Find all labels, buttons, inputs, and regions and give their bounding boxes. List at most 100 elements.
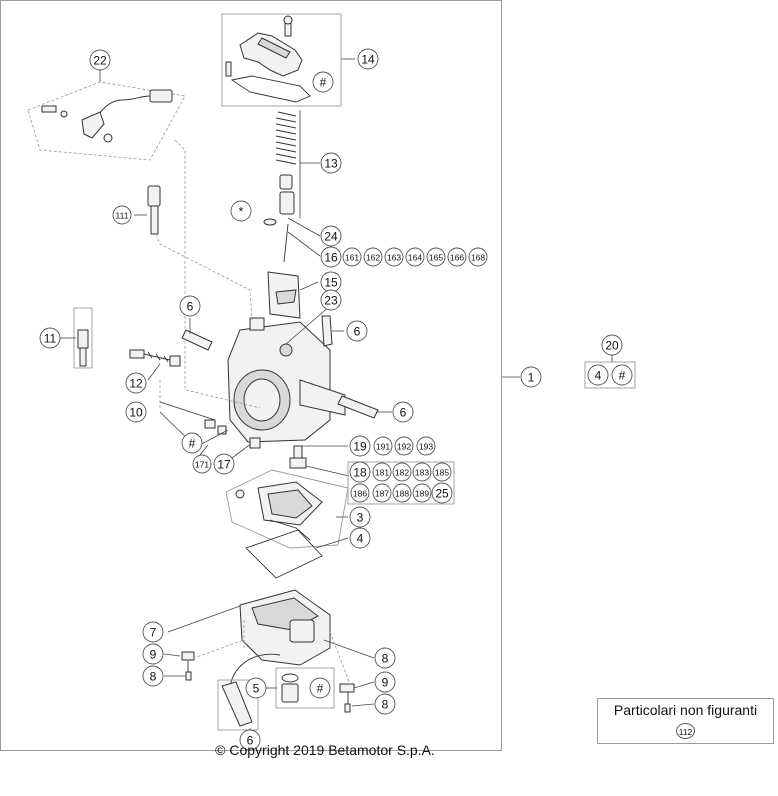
callout-label: # (619, 369, 626, 383)
callout-c25[interactable]: 25 (431, 482, 453, 504)
group-box-20 (584, 361, 636, 389)
callout-c19[interactable]: 19 (349, 435, 371, 457)
main-jet-part (249, 437, 307, 469)
idle-screw-part (147, 185, 161, 235)
callout-label: 6 (247, 734, 254, 748)
callout-c111[interactable]: 111 (112, 205, 132, 225)
main-frame (0, 0, 502, 751)
callout-c6b[interactable]: 6 (392, 401, 414, 423)
callout-c7[interactable]: 7 (142, 621, 164, 643)
callout-label: 191 (376, 442, 390, 452)
callout-c171[interactable]: 171 (192, 454, 212, 474)
callout-c17[interactable]: 17 (213, 453, 235, 475)
callout-c9b[interactable]: 9 (374, 671, 396, 693)
callout-label: 24 (324, 230, 338, 244)
callout-c1[interactable]: 1 (520, 366, 542, 388)
callout-label: # (317, 682, 324, 696)
drain-plug-part (281, 673, 299, 703)
callout-label: 161 (345, 253, 359, 263)
callout-c10[interactable]: 10 (125, 401, 147, 423)
callout-label: 10 (129, 406, 143, 420)
callout-c181[interactable]: 181 (372, 462, 392, 482)
callout-c163[interactable]: 163 (384, 247, 404, 267)
callout-c18[interactable]: 18 (349, 461, 371, 483)
callout-c22[interactable]: 22 (89, 49, 111, 71)
callout-c23[interactable]: 23 (320, 289, 342, 311)
callout-label: 162 (366, 253, 380, 263)
callout-c192[interactable]: 192 (394, 436, 414, 456)
callout-c9a[interactable]: 9 (142, 643, 164, 665)
callout-label: 11 (44, 332, 57, 346)
callout-c164[interactable]: 164 (405, 247, 425, 267)
callout-label: 166 (450, 253, 464, 263)
callout-c6a[interactable]: 6 (179, 295, 201, 317)
copyright-text: © Copyright 2019 Betamotor S.p.A. (215, 742, 435, 758)
callout-c6c[interactable]: 6 (346, 320, 368, 342)
callout-label: 111 (116, 211, 129, 221)
callout-c185[interactable]: 185 (432, 462, 452, 482)
callout-c12[interactable]: 12 (125, 372, 147, 394)
callout-c191[interactable]: 191 (373, 436, 393, 456)
callout-c193[interactable]: 193 (416, 436, 436, 456)
callout-c6d[interactable]: 6 (239, 729, 261, 751)
not-shown-parts-panel: Particolari non figuranti 112 (597, 698, 774, 744)
not-shown-part-number[interactable]: 112 (676, 723, 695, 739)
callout-c3[interactable]: 3 (349, 506, 371, 528)
callout-label: 193 (419, 442, 433, 452)
callout-label: 186 (353, 489, 367, 499)
spring-slide-part (263, 111, 297, 263)
callout-c16[interactable]: 16 (320, 246, 342, 268)
callout-star[interactable]: * (230, 200, 252, 222)
cable-assembly-part (41, 89, 173, 143)
callout-label: 19 (353, 440, 367, 454)
callout-label: 14 (361, 53, 375, 67)
callout-label: 189 (415, 489, 429, 499)
callout-c168[interactable]: 168 (468, 247, 488, 267)
callout-label: 188 (395, 489, 409, 499)
callout-c166[interactable]: 166 (447, 247, 467, 267)
callout-label: 181 (375, 468, 389, 478)
callout-c13[interactable]: 13 (320, 152, 342, 174)
callout-c15[interactable]: 15 (320, 271, 342, 293)
float-bowl-part (239, 589, 331, 666)
callout-c4[interactable]: 4 (349, 527, 371, 549)
callout-c162[interactable]: 162 (363, 247, 383, 267)
callout-label: 22 (93, 54, 107, 68)
callout-label: 1 (528, 371, 535, 385)
callout-label: 4 (357, 532, 364, 546)
callout-c189[interactable]: 189 (412, 483, 432, 503)
callout-hash10[interactable]: # (181, 432, 203, 454)
callout-c14[interactable]: 14 (357, 48, 379, 70)
callout-c186[interactable]: 186 (350, 483, 370, 503)
callout-c5[interactable]: 5 (245, 677, 267, 699)
callout-hash14[interactable]: # (312, 71, 334, 93)
callout-c187[interactable]: 187 (372, 483, 392, 503)
callout-label: 168 (471, 253, 485, 263)
callout-c20[interactable]: 20 (601, 334, 623, 356)
callout-c8a[interactable]: 8 (142, 665, 164, 687)
pilot-screw-part (77, 329, 89, 367)
callout-hash20[interactable]: # (611, 364, 633, 386)
callout-c8b[interactable]: 8 (374, 647, 396, 669)
callout-label: 165 (429, 253, 443, 263)
callout-c165[interactable]: 165 (426, 247, 446, 267)
callout-c182[interactable]: 182 (392, 462, 412, 482)
guide-10 (159, 380, 261, 410)
not-shown-parts-title: Particolari non figuranti (613, 702, 758, 718)
callout-c20_4[interactable]: 4 (587, 364, 609, 386)
callout-c8c[interactable]: 8 (374, 693, 396, 715)
callout-label: 23 (324, 294, 338, 308)
callout-hash5[interactable]: # (309, 677, 331, 699)
leader-7 (167, 605, 241, 633)
callout-c11[interactable]: 11 (39, 327, 61, 349)
leader-18 (305, 465, 350, 477)
callout-label: 4 (595, 369, 602, 383)
callout-label: 9 (382, 676, 389, 690)
callout-c24[interactable]: 24 (320, 225, 342, 247)
callout-label: 8 (150, 670, 157, 684)
callout-c188[interactable]: 188 (392, 483, 412, 503)
callout-c183[interactable]: 183 (412, 462, 432, 482)
group-box-18 (347, 461, 455, 505)
callout-c161[interactable]: 161 (342, 247, 362, 267)
